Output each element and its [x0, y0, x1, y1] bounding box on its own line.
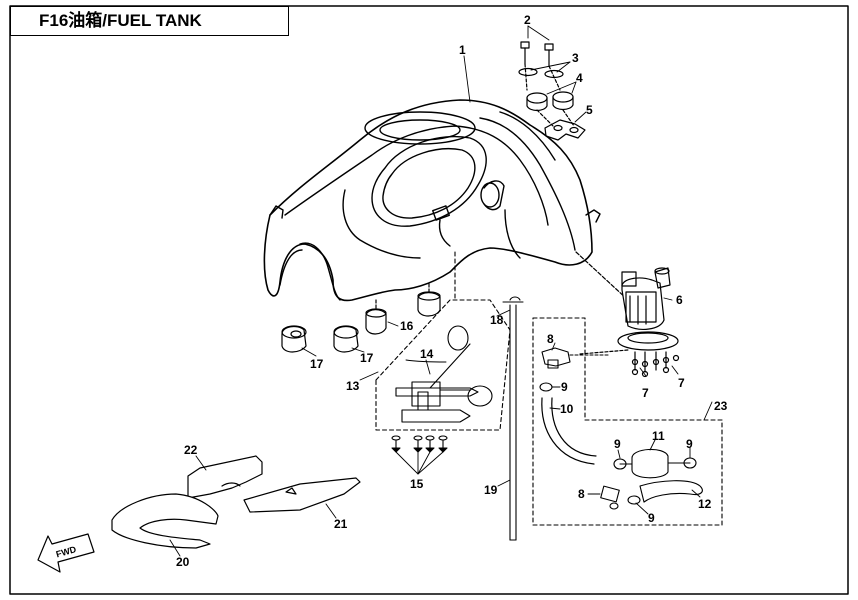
callout-13: 13: [346, 379, 360, 393]
callout-9c: 9: [686, 437, 693, 451]
page-title: F16油箱/FUEL TANK: [10, 6, 289, 36]
fuel-level-sender-box: [375, 251, 511, 453]
fuel-pump-assembly: [575, 251, 680, 378]
callout-22: 22: [184, 443, 198, 457]
callout-2: 2: [524, 13, 531, 27]
callout-1: 1: [459, 43, 466, 57]
callout-12: 12: [698, 497, 712, 511]
callout-17b: 17: [360, 351, 374, 365]
callout-14: 14: [420, 347, 434, 361]
callout-6: 6: [676, 293, 683, 307]
tank-mount-rubbers: [281, 283, 441, 353]
callout-7a: 7: [642, 386, 649, 400]
heat-shields: [111, 455, 361, 549]
callout-9d: 9: [648, 511, 655, 525]
callout-7b: 7: [678, 376, 685, 390]
callout-15: 15: [410, 477, 424, 491]
drawing-border: [9, 5, 849, 595]
forward-direction-arrow: [37, 533, 95, 573]
drain-hose: [502, 296, 524, 541]
callout-20: 20: [176, 555, 190, 569]
callout-19: 19: [484, 483, 498, 497]
leader-lines: [169, 25, 713, 557]
top-fasteners: [518, 41, 586, 141]
callout-9a: 9: [561, 380, 568, 394]
callout-10: 10: [560, 402, 574, 416]
callout-3: 3: [572, 51, 579, 65]
callout-23: 23: [714, 399, 728, 413]
fuel-tank: [263, 99, 601, 302]
callout-17a: 17: [310, 357, 324, 371]
callout-11: 11: [652, 429, 665, 443]
callout-18: 18: [490, 313, 504, 327]
fuel-line-assembly: [532, 317, 723, 526]
callout-4: 4: [576, 71, 583, 85]
callout-8b: 8: [578, 487, 585, 501]
callout-21: 21: [334, 517, 348, 531]
callout-16: 16: [400, 319, 414, 333]
callout-8a: 8: [547, 332, 554, 346]
callout-9b: 9: [614, 437, 621, 451]
callout-5: 5: [586, 103, 593, 117]
